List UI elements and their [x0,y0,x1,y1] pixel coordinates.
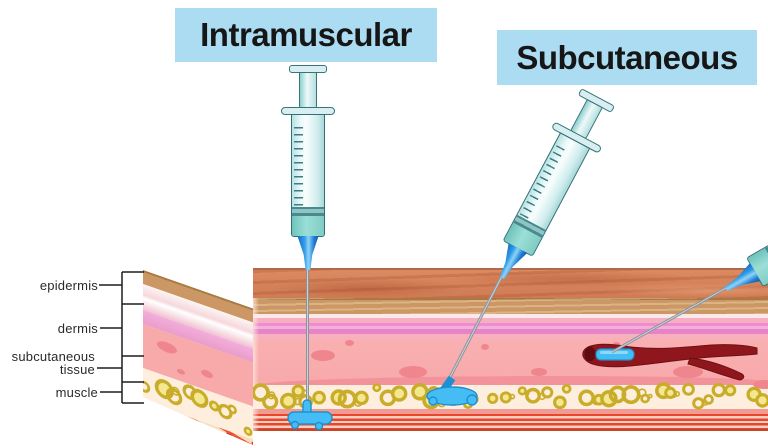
syringe-intramuscular [281,65,335,270]
fascia-band [253,409,768,414]
dermis-blob [311,350,335,361]
epidermis-basal-line [253,314,768,318]
dermis-blob [399,366,427,378]
title-intramuscular: Intramuscular [175,8,437,62]
label-muscle: muscle [55,385,98,400]
dermis-blob [673,366,703,378]
fat-cells-left [143,379,253,436]
skin-cross-section-left [143,268,253,445]
title-subcutaneous: Subcutaneous [497,30,757,85]
label-dermis: dermis [57,321,98,336]
skin-surface-layer [253,268,768,299]
corner-highlight [253,298,259,431]
medication-liquid [292,216,324,236]
dermis-blob [531,368,547,376]
dermis-blob [345,340,354,346]
plunger-seal [292,207,324,216]
dermis-papillary-band [253,323,768,334]
skin-cross-section-front [253,268,768,431]
dermis-band [253,334,768,338]
label-subcutaneous-tissue-line1: subcutaneous [11,349,95,364]
label-subcutaneous-tissue-line2: tissue [59,362,95,377]
needle-intravenous-icon [611,286,727,354]
dermis-blob [753,380,768,389]
subcutaneous-injection-fluid-icon [426,375,478,406]
label-epidermis: epidermis [39,278,98,293]
dermis-upper-band [253,318,768,323]
muscle-injection-fluid-icon [287,399,333,431]
left-face-layers [143,268,253,445]
epidermis-layer [253,298,768,314]
needle-subcutaneous-icon [442,275,504,390]
scale-ticks [294,127,303,207]
dermis-lower-wave [253,376,768,386]
muscle-layer [253,414,768,431]
syringe-barrel [291,114,325,237]
dermis-blob [481,344,489,350]
